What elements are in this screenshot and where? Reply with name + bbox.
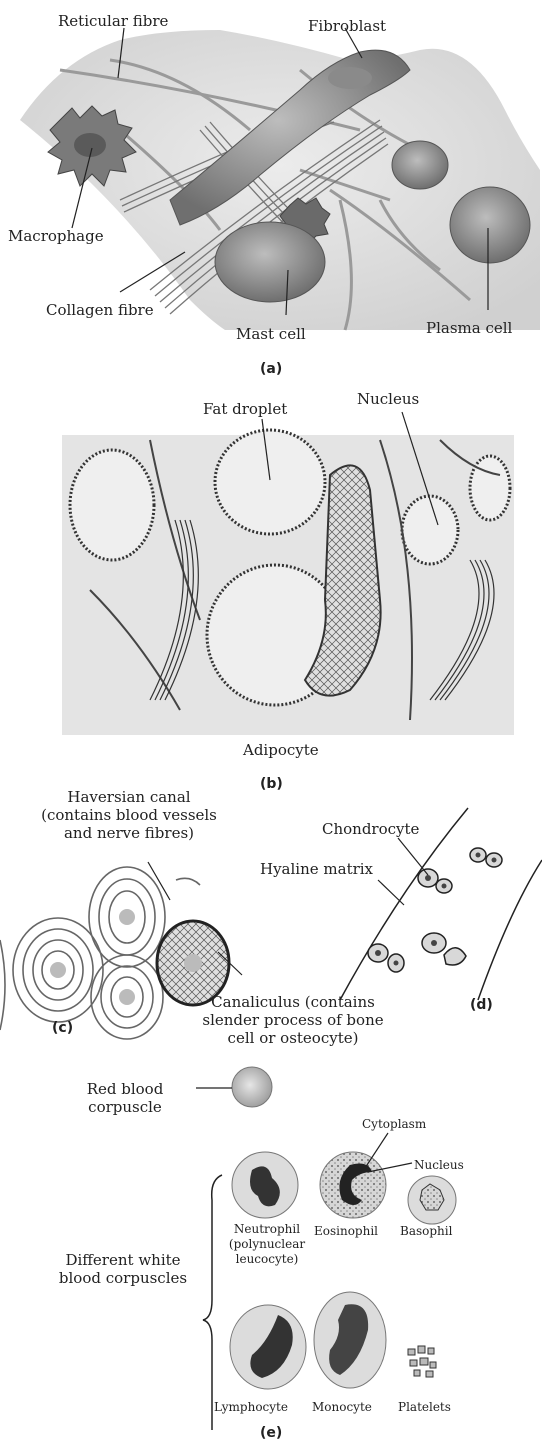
label-white-blood-corpuscles: Different white blood corpuscles: [40, 1251, 206, 1287]
label-macrophage: Macrophage: [8, 227, 104, 245]
wbc-line-2: blood corpuscles: [40, 1269, 206, 1287]
label-haversian-canal: Haversian canal (contains blood vessels …: [14, 788, 244, 842]
caption-a: (a): [260, 361, 282, 377]
mast-cell: [215, 222, 325, 302]
haversian-line-2: (contains blood vessels: [14, 806, 244, 824]
label-mast-cell: Mast cell: [236, 325, 306, 343]
caption-c: (c): [52, 1020, 73, 1036]
haversian-line-3: and nerve fibres): [14, 824, 244, 842]
neutrophil-line-1: Neutrophil: [222, 1222, 312, 1237]
label-basophil: Basophil: [400, 1222, 452, 1240]
panel-b-drawing: [62, 412, 514, 735]
neutrophil-line-2: (polynuclear: [222, 1237, 312, 1252]
canaliculus-line-1: Canaliculus (contains: [190, 993, 396, 1011]
label-neutrophil: Neutrophil (polynuclear leucocyte): [222, 1222, 312, 1267]
label-fibroblast: Fibroblast: [308, 17, 386, 35]
label-hyaline-matrix: Hyaline matrix: [260, 860, 373, 878]
label-lymphocyte: Lymphocyte: [214, 1398, 288, 1416]
label-plasma-cell: Plasma cell: [426, 319, 512, 337]
panel-a-drawing: [20, 28, 540, 330]
label-cytoplasm: Cytoplasm: [362, 1115, 426, 1133]
caption-b: (b): [260, 776, 283, 792]
caption-d: (d): [470, 997, 493, 1013]
oval-cell: [392, 141, 448, 189]
label-nucleus-b: Nucleus: [357, 390, 419, 408]
label-chondrocyte: Chondrocyte: [322, 820, 419, 838]
neutrophil-line-3: leucocyte): [222, 1252, 312, 1267]
label-eosinophil: Eosinophil: [314, 1222, 378, 1240]
label-nucleus-e: Nucleus: [414, 1156, 464, 1174]
wbc-line-1: Different white: [40, 1251, 206, 1269]
label-collagen-fibre: Collagen fibre: [46, 301, 154, 319]
haversian-line-1: Haversian canal: [14, 788, 244, 806]
eosinophil: [320, 1152, 386, 1218]
label-platelets: Platelets: [398, 1398, 451, 1416]
label-monocyte: Monocyte: [312, 1398, 372, 1416]
label-adipocyte: Adipocyte: [243, 741, 319, 759]
rbc-line-2: corpuscle: [70, 1098, 180, 1116]
chondrocytes: [368, 848, 502, 972]
wbc-brace: [203, 1175, 222, 1430]
rbc-line-1: Red blood: [70, 1080, 180, 1098]
label-canaliculus: Canaliculus (contains slender process of…: [190, 993, 396, 1047]
label-fat-droplet: Fat droplet: [203, 400, 287, 418]
platelets: [408, 1346, 436, 1377]
fibroblast-nucleus: [328, 67, 372, 89]
rbc: [232, 1067, 272, 1107]
caption-e: (e): [260, 1425, 282, 1441]
canaliculus-line-3: cell or osteocyte): [190, 1029, 396, 1047]
canaliculus-line-2: slender process of bone: [190, 1011, 396, 1029]
label-reticular-fibre: Reticular fibre: [58, 12, 168, 30]
label-red-blood-corpuscle: Red blood corpuscle: [70, 1080, 180, 1116]
plasma-cell: [450, 187, 530, 263]
